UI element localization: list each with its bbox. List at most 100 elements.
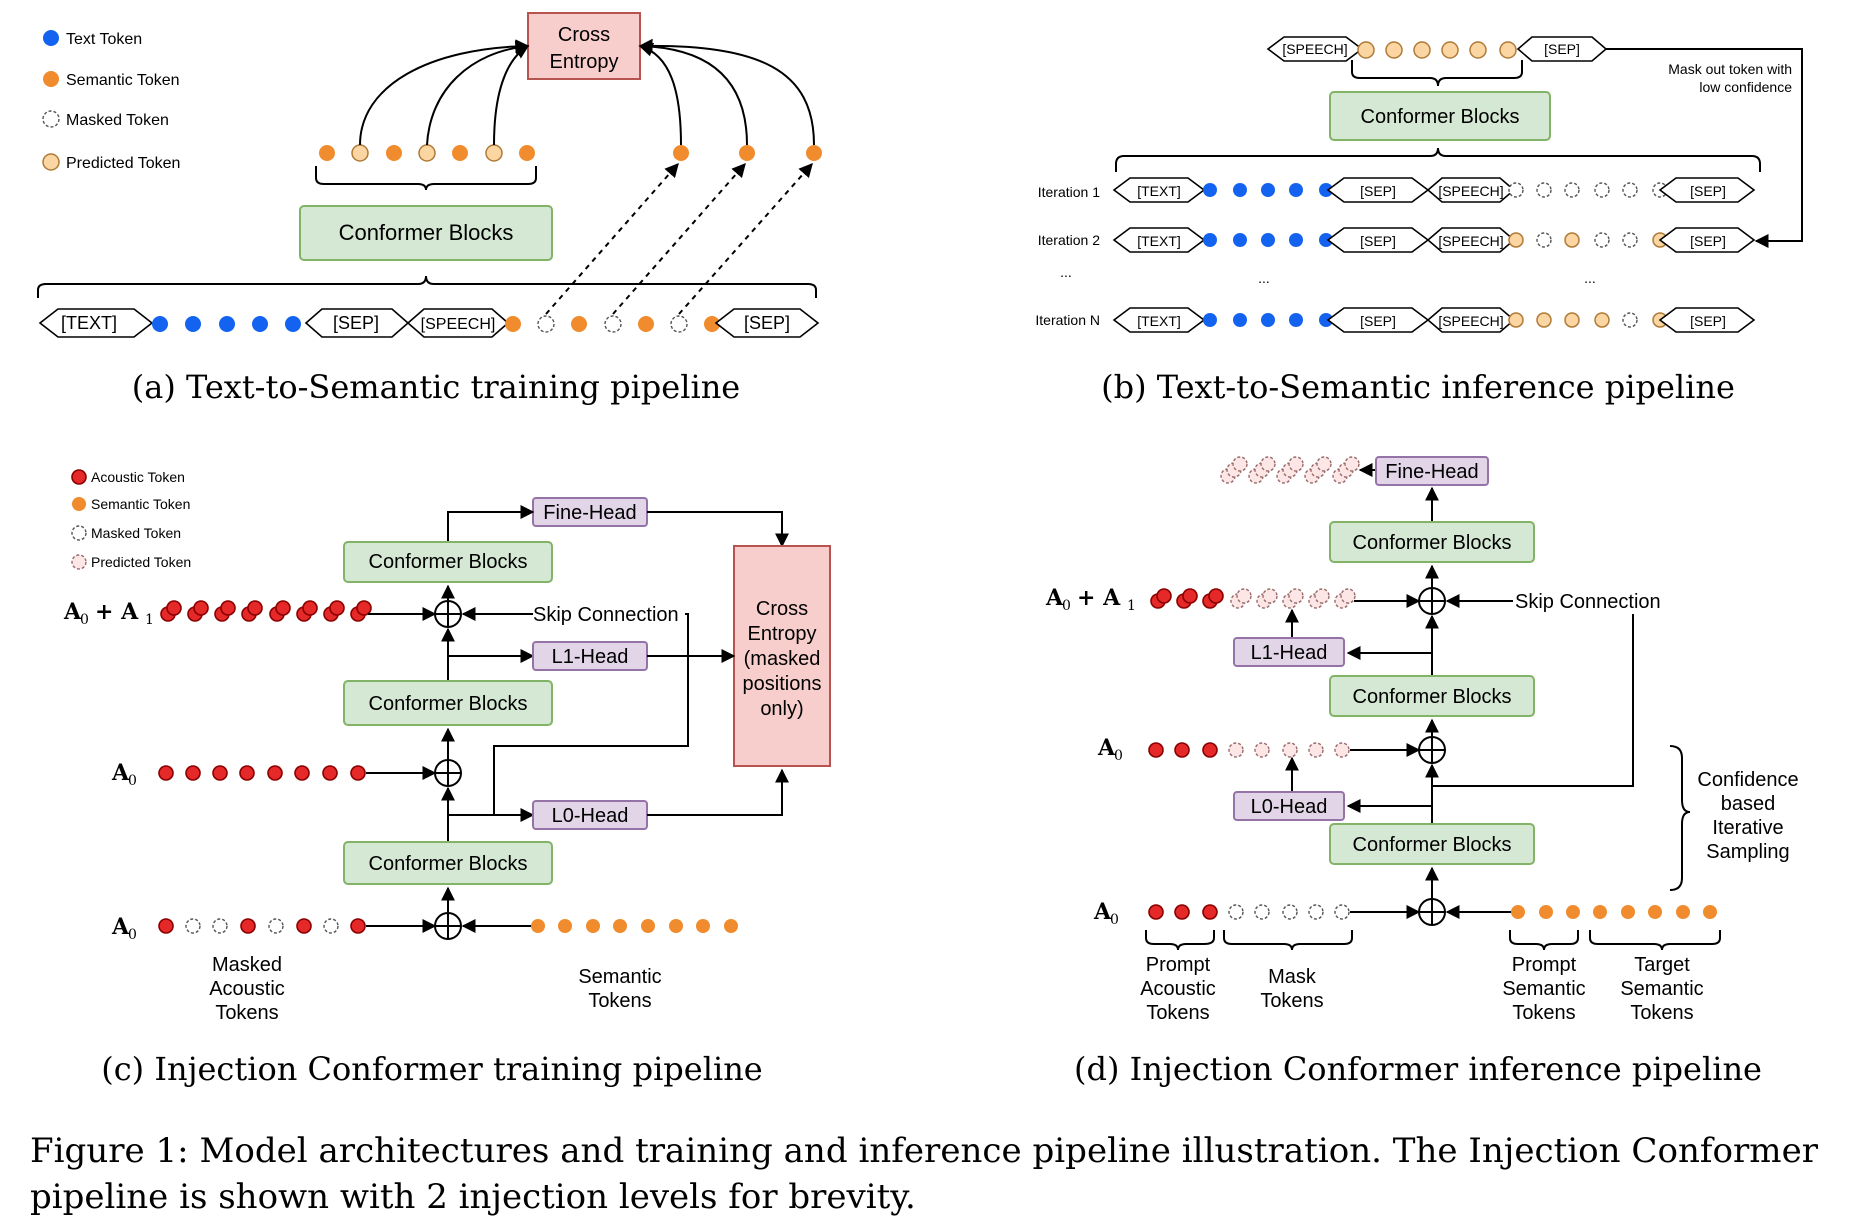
mask-tokens-label: Tokens xyxy=(1260,990,1323,1012)
conformer-label: Conformer Blocks xyxy=(1353,834,1512,856)
output-token-row xyxy=(319,144,822,162)
semantic-token xyxy=(704,316,720,332)
legend-predicted-token-dot xyxy=(42,153,60,171)
panel-a: Text Token Semantic Token Masked Token P… xyxy=(37,12,822,406)
predicted-token xyxy=(1413,41,1431,59)
prompt-semantic-label: Prompt xyxy=(1512,954,1577,976)
sep-tag-label: [SEP] xyxy=(1690,233,1726,249)
cross-entropy-label: Cross xyxy=(756,598,808,620)
mask-tokens-label: Mask xyxy=(1268,966,1317,988)
legend-c: Acoustic Token Semantic Token Masked Tok… xyxy=(71,469,191,570)
semantic-token xyxy=(519,145,535,161)
a0-token-row xyxy=(158,765,366,781)
iteration-2-row: [TEXT] [SEP] [SPEECH] [SEP] xyxy=(1112,227,1756,253)
confidence-label: based xyxy=(1721,793,1776,815)
semantic-token xyxy=(505,316,521,332)
text-tag-label: [TEXT] xyxy=(61,313,117,333)
output-token-row xyxy=(1220,456,1360,484)
sep-tag-label: [SEP] xyxy=(1360,183,1396,199)
predicted-token xyxy=(1385,41,1403,59)
text-token xyxy=(1319,183,1333,197)
legend-label: Predicted Token xyxy=(91,554,191,570)
semantic-token xyxy=(319,145,335,161)
skip-connection-label: Skip Connection xyxy=(533,604,679,626)
caption-d: (d) Injection Conformer inference pipeli… xyxy=(1074,1050,1762,1088)
masked-acoustic-label: Tokens xyxy=(215,1002,278,1024)
cross-entropy-label: Entropy xyxy=(550,51,619,73)
iteration-label: Iteration 1 xyxy=(1038,184,1100,200)
conformer-blocks xyxy=(343,841,553,885)
row-ellipsis: ... xyxy=(1584,270,1596,286)
text-token xyxy=(1289,233,1303,247)
legend-label: Acoustic Token xyxy=(91,469,185,485)
l1-head-label: L1-Head xyxy=(552,646,629,668)
brace xyxy=(1509,930,1579,951)
prompt-acoustic-label: Prompt xyxy=(1146,954,1211,976)
predicted-token xyxy=(1357,41,1375,59)
cross-entropy-label: Cross xyxy=(558,24,610,46)
legend-masked-token-dot xyxy=(42,110,60,128)
text-token xyxy=(1261,313,1275,327)
text-token xyxy=(185,316,201,332)
predicted-token xyxy=(1564,312,1580,328)
conformer-label: Conformer Blocks xyxy=(369,551,528,573)
l1-head-label: L1-Head xyxy=(1251,642,1328,664)
a0-symbol: A xyxy=(1045,585,1064,611)
text-token xyxy=(1233,233,1247,247)
semantic-token xyxy=(571,316,587,332)
masked-acoustic-label: Masked xyxy=(212,954,282,976)
speech-tag-label: [SPEECH] xyxy=(1438,183,1503,199)
predicted-token xyxy=(1508,232,1524,248)
a01-symbol: + A xyxy=(1077,585,1121,611)
masked-acoustic-row xyxy=(158,918,366,934)
iteration-1-row: [TEXT] [SEP] [SPEECH] [SEP] xyxy=(1112,177,1756,203)
sep-tag-label: [SEP] xyxy=(1360,233,1396,249)
skip-connection-line xyxy=(1432,614,1634,787)
skip-connection-line xyxy=(493,613,689,815)
prompt-acoustic-label: Tokens xyxy=(1146,1002,1209,1024)
conformer-blocks xyxy=(1329,675,1535,717)
text-token xyxy=(1233,183,1247,197)
speech-tag-label: [SPEECH] xyxy=(421,316,496,333)
a0-symbol: A xyxy=(111,760,130,786)
semantic-token xyxy=(638,316,654,332)
mask-note: low confidence xyxy=(1699,79,1792,95)
text-token xyxy=(1203,233,1217,247)
predicted-token xyxy=(351,144,369,162)
semantic-token xyxy=(739,145,755,161)
masked-token xyxy=(1564,182,1580,198)
semantic-token xyxy=(673,145,689,161)
sep-tag-label: [SEP] xyxy=(1360,313,1396,329)
legend-label: Predicted Token xyxy=(66,155,180,172)
row-ellipsis: ... xyxy=(1258,270,1270,286)
panel-d: Fine-Head Conformer Blocks A 0 + A 1 Ski… xyxy=(1045,456,1799,1088)
speech-tag-label: [SPEECH] xyxy=(1438,313,1503,329)
text-token xyxy=(285,316,301,332)
predicted-token xyxy=(1564,232,1580,248)
conformer-blocks xyxy=(343,680,553,726)
a0-symbol: A xyxy=(1097,735,1116,761)
conformer-label: Conformer Blocks xyxy=(369,693,528,715)
text-tag xyxy=(38,308,154,338)
brace xyxy=(1589,930,1721,951)
predicted-token xyxy=(1469,41,1487,59)
conformer-label: Conformer Blocks xyxy=(1353,686,1512,708)
a0-symbol: A xyxy=(111,914,130,940)
fine-head xyxy=(1375,456,1489,486)
semantic-row xyxy=(1511,905,1717,919)
input-token-row: [TEXT] [SEP] [SPEECH] [SEP] xyxy=(38,308,820,338)
semantic-token xyxy=(452,145,468,161)
legend-label: Masked Token xyxy=(91,525,181,541)
a0-symbol: A xyxy=(1093,899,1112,925)
masked-token xyxy=(1594,182,1610,198)
l1-head xyxy=(1233,637,1345,667)
sep-tag xyxy=(714,308,820,338)
masked-token xyxy=(1622,182,1638,198)
predicted-token xyxy=(418,144,436,162)
text-token xyxy=(1203,183,1217,197)
prompt-semantic-label: Semantic xyxy=(1502,978,1585,1000)
conformer-label: Conformer Blocks xyxy=(1361,106,1520,128)
cross-entropy-label: (masked xyxy=(744,648,821,670)
fine-head-label: Fine-Head xyxy=(1385,461,1478,483)
